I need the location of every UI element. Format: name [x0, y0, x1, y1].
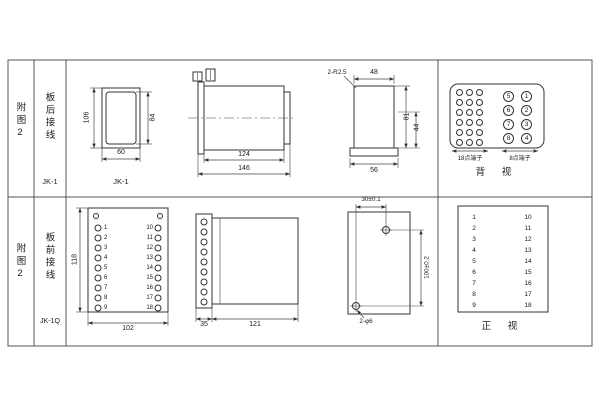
front-view-caption-jk1: JK-1: [113, 177, 129, 186]
terminal-dot: [456, 99, 463, 106]
dim-106: 106: [83, 111, 91, 124]
dim-124: 124: [238, 151, 250, 158]
terminal-dot: [466, 99, 473, 106]
caption-back-view: 背 视: [475, 167, 519, 178]
dim-102: 102: [122, 325, 134, 332]
dim-48: 48: [370, 69, 378, 76]
terminal-dot: [466, 89, 473, 96]
fig-label-row1: 附图2: [14, 102, 26, 141]
dim-84: 84: [149, 113, 157, 122]
dim-30-tol: 30±0.1: [361, 196, 381, 203]
terminal-dot: [456, 139, 463, 146]
terminal-dot: [476, 109, 483, 116]
terminal-dot: [476, 129, 483, 136]
terminal-dot: [456, 119, 463, 126]
wiring-label-back: 板后接线: [43, 92, 55, 142]
terminal-8-number: 3: [521, 119, 532, 130]
dim-118: 118: [71, 253, 79, 266]
jk1q-drill-plan: [348, 204, 424, 318]
dim-56: 56: [370, 167, 378, 174]
fig-label-row2: 附图2: [14, 243, 26, 282]
jk1-cutout-view: [344, 75, 420, 168]
jk1q-side-view: [196, 214, 298, 322]
label-8-terminals: 8点端子: [509, 156, 531, 162]
wiring-label-front: 板前接线: [43, 232, 55, 282]
label-18-terminals: 18点端子: [457, 156, 483, 162]
terminal-8-number: 7: [503, 119, 514, 130]
terminal-8-number: 2: [521, 105, 532, 116]
terminal-dot: [466, 129, 473, 136]
terminal-8-group: 5 1 6 2 7 3 8 4: [503, 91, 533, 144]
terminal-dot: [466, 119, 473, 126]
dim-60: 60: [117, 149, 125, 156]
note-2-r2_5: 2-R2.5: [327, 69, 347, 76]
jk1q-terminal-table: [458, 206, 548, 312]
dim-146: 146: [238, 165, 250, 172]
terminal-dot: [476, 139, 483, 146]
terminal-dot: [476, 89, 483, 96]
front-terminal-numbers-right: 10 11 12 13 14 15 16 17 18: [146, 225, 153, 311]
dim-44: 44: [413, 123, 421, 132]
model-label-jk1: JK-1: [42, 177, 58, 186]
jk1q-front-view: [76, 208, 168, 326]
terminal-dot: [456, 89, 463, 96]
terminal-8-number: 5: [503, 91, 514, 102]
terminal-8-number: 4: [521, 133, 532, 144]
dim-81: 81: [403, 112, 411, 121]
dim-121: 121: [249, 321, 261, 328]
model-label-jk1q: JK-1Q: [40, 318, 60, 325]
front-terminal-numbers-left: 1 2 3 4 5 6 7 8 9: [104, 225, 108, 311]
table-terminal-numbers-right: 10 11 12 13 14 15 16 17 18: [524, 214, 532, 309]
terminal-dot: [456, 129, 463, 136]
dim-35: 35: [200, 321, 208, 328]
jk1-side-view: [188, 69, 296, 177]
terminal-8-number: 6: [503, 105, 514, 116]
jk1-back-view: [450, 84, 544, 153]
table-terminal-numbers-left: 1 2 3 4 5 6 7 8 9: [472, 214, 476, 309]
jk1-front-view: [90, 88, 152, 162]
terminal-8-number: 8: [503, 133, 514, 144]
dim-100-tol: 100±0.2: [423, 256, 431, 279]
terminal-8-number: 1: [521, 91, 532, 102]
terminal-18-group: [456, 89, 483, 146]
terminal-dot: [476, 99, 483, 106]
terminal-dot: [466, 109, 473, 116]
table-grid: [8, 60, 592, 346]
terminal-dot: [466, 139, 473, 146]
caption-front-view: 正 视: [481, 321, 525, 332]
note-2-phi6: 2-φ6: [359, 318, 373, 325]
terminal-dot: [456, 109, 463, 116]
terminal-dot: [476, 119, 483, 126]
